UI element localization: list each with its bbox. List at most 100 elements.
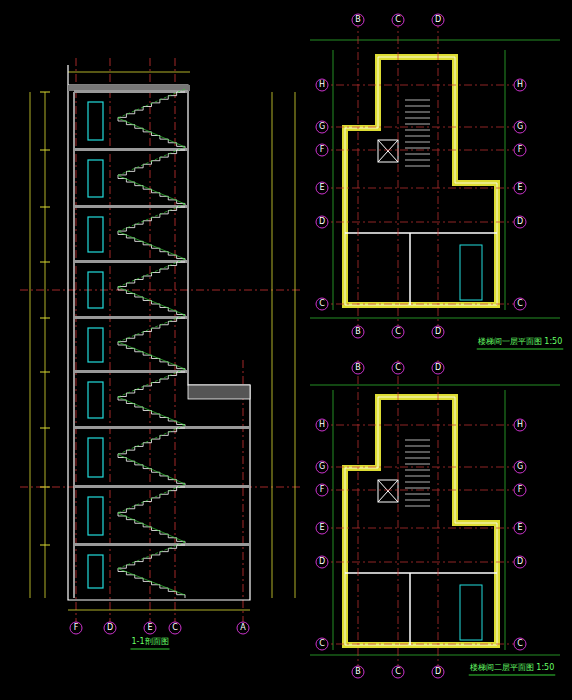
plan-wall-line	[345, 397, 497, 645]
axis-letter: F	[320, 486, 325, 494]
stair-line	[118, 397, 185, 425]
dim-tick	[40, 150, 50, 151]
stair-tread	[405, 482, 430, 483]
axis-letter: A	[240, 624, 245, 632]
axis-bubble	[514, 216, 526, 228]
axis-letter: H	[517, 81, 523, 89]
axis-line	[320, 222, 520, 223]
axis-bubble	[316, 121, 328, 133]
stair-tread	[405, 112, 430, 113]
floor-slab	[74, 90, 188, 93]
axis-bubble	[514, 461, 526, 473]
axis-line	[320, 304, 520, 305]
axis-bubble	[352, 666, 364, 678]
shaft-cross	[378, 140, 398, 162]
dim-tick	[40, 372, 50, 373]
axis-letter: C	[319, 300, 325, 308]
axis-bubble	[514, 144, 526, 156]
axis-bubble	[432, 362, 444, 374]
caption-underline	[469, 675, 556, 676]
stair-line	[118, 176, 185, 205]
axis-bubble	[514, 121, 526, 133]
axis-letter: G	[319, 463, 325, 471]
axis-line	[320, 85, 520, 86]
axis-bubble	[392, 666, 404, 678]
axis-bubble	[104, 622, 116, 634]
axis-bubble	[70, 622, 82, 634]
stair-line	[118, 369, 185, 397]
stair-tread	[405, 440, 430, 441]
axis-letter: B	[355, 364, 361, 372]
shaft	[378, 140, 398, 162]
window	[88, 102, 103, 140]
stair-line	[118, 342, 185, 369]
drawing-caption: 楼梯间二层平面图 1:50	[469, 664, 556, 672]
stair-flight	[118, 150, 185, 207]
stair-line	[118, 484, 185, 513]
axis-bubble	[316, 182, 328, 194]
stair-tread	[405, 118, 430, 119]
axis-bubble	[352, 362, 364, 374]
floor-slab	[74, 485, 250, 488]
axis-letter: D	[107, 624, 113, 632]
axis-letter: D	[517, 558, 523, 566]
axis-letter: D	[435, 364, 441, 372]
floor-slab	[74, 260, 188, 263]
partition	[409, 233, 411, 305]
plan-wall	[345, 397, 497, 645]
window	[88, 272, 103, 308]
axis-letter: E	[517, 524, 522, 532]
axis-line	[320, 528, 520, 529]
axis-letter: F	[320, 146, 325, 154]
floor-slab	[74, 205, 188, 208]
axis-bubble	[514, 298, 526, 310]
axis-letter: C	[172, 624, 178, 632]
stair-tread	[405, 476, 430, 477]
stair-tread	[405, 124, 430, 125]
axis-bubble	[316, 298, 328, 310]
stair-tread	[405, 494, 430, 495]
axis-letter: G	[517, 463, 523, 471]
axis-bubble	[514, 419, 526, 431]
stair-line	[118, 569, 185, 596]
axis-letter: H	[517, 421, 523, 429]
axis-letter: D	[517, 218, 523, 226]
axis-letter: D	[319, 558, 325, 566]
dim-tick	[40, 428, 50, 429]
axis-letter: G	[319, 123, 325, 131]
window	[88, 382, 103, 418]
axis-bubble	[316, 484, 328, 496]
stair-flight	[118, 428, 185, 487]
stair-tread	[405, 500, 430, 501]
stair-tread	[405, 458, 430, 459]
window	[88, 217, 103, 252]
axis-letter: F	[74, 624, 79, 632]
floor-slab	[74, 543, 250, 546]
axis-bubble	[316, 419, 328, 431]
axis-bubble	[316, 522, 328, 534]
axis-letter: D	[435, 16, 441, 24]
stair-line	[118, 147, 185, 176]
stair-line	[118, 232, 185, 260]
axis-bubble	[514, 79, 526, 91]
floor-slab	[74, 370, 188, 373]
axis-bubble	[237, 622, 249, 634]
canopy	[188, 385, 250, 399]
axis-bubble	[392, 362, 404, 374]
dim-tick	[40, 207, 50, 208]
stair-tread	[405, 136, 430, 137]
shaft-cross	[378, 480, 398, 502]
axis-line	[320, 150, 520, 151]
axis-letter: C	[395, 16, 401, 24]
axis-line	[320, 562, 520, 563]
stair-line	[118, 204, 185, 232]
axis-bubble	[316, 144, 328, 156]
axis-letter: E	[517, 184, 522, 192]
partition	[345, 572, 497, 574]
stair-tread	[405, 166, 430, 167]
stair-line	[118, 287, 185, 315]
axis-bubble	[432, 14, 444, 26]
stair-tread	[405, 130, 430, 131]
